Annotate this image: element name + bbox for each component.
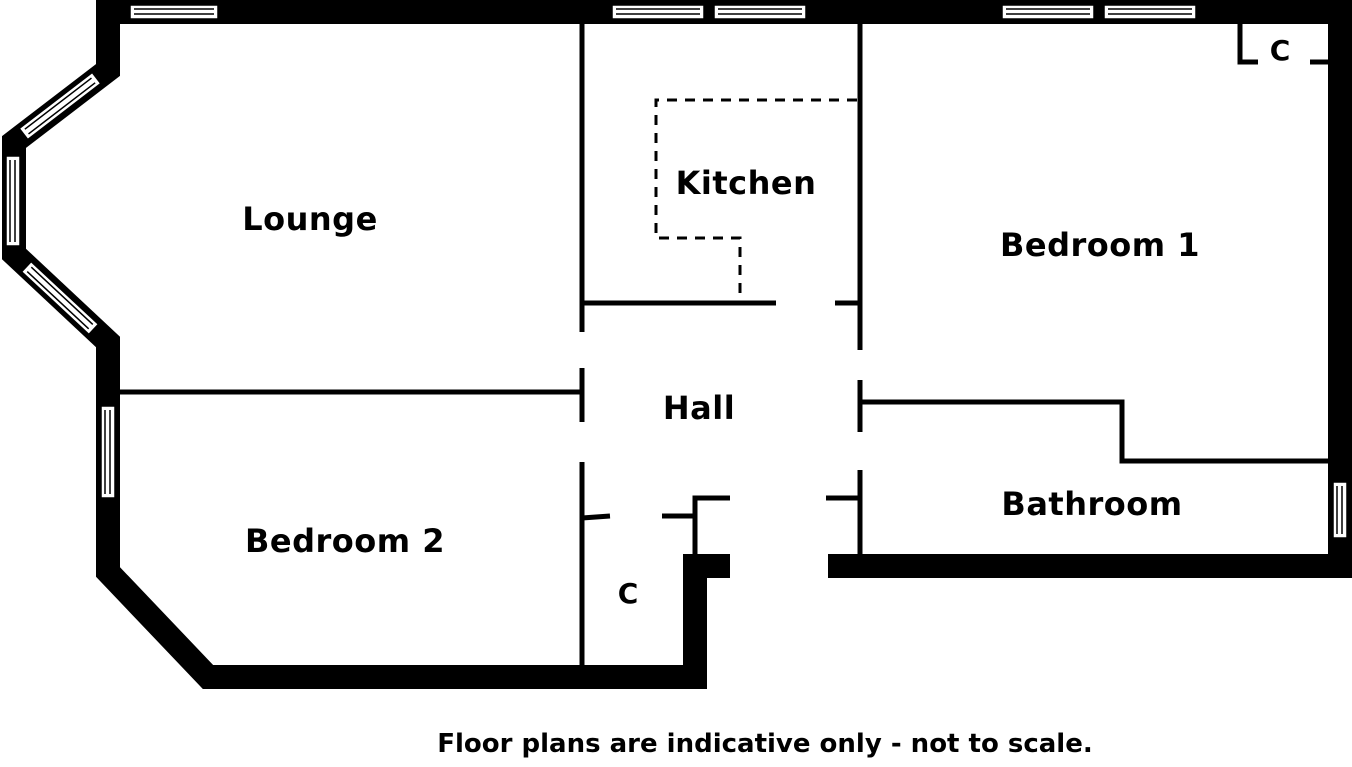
windows xyxy=(5,4,1348,539)
window-kitchen-top-1 xyxy=(611,4,705,20)
label-closet-hall: C xyxy=(618,577,639,610)
disclaimer-text: Floor plans are indicative only - not to… xyxy=(437,729,1093,759)
label-hall: Hall xyxy=(663,389,735,427)
window-kitchen-top-2 xyxy=(713,4,807,20)
label-bedroom1: Bedroom 1 xyxy=(1000,226,1200,264)
window-bedroom2-left xyxy=(100,405,116,499)
window-bay-lower xyxy=(20,260,100,336)
wall-closet-right xyxy=(692,495,730,556)
window-bedroom1-top-1 xyxy=(1001,4,1095,20)
label-lounge: Lounge xyxy=(242,200,378,238)
window-bay-middle xyxy=(5,155,21,247)
window-bay-upper xyxy=(18,71,102,141)
window-bedroom1-top-2 xyxy=(1103,4,1197,20)
label-kitchen: Kitchen xyxy=(676,164,817,202)
outer-walls xyxy=(1,0,1352,689)
wall-bedroom1-bathroom xyxy=(860,399,1330,464)
room-labels: Lounge Kitchen Bedroom 1 Hall Bathroom B… xyxy=(242,34,1290,610)
wall-closet-bedroom1 xyxy=(1237,22,1258,65)
window-lounge-top xyxy=(129,4,219,20)
label-bathroom: Bathroom xyxy=(1001,485,1182,523)
interior-walls xyxy=(120,22,1330,665)
kitchen-counter-outline xyxy=(654,98,857,296)
label-closet-top: C xyxy=(1270,34,1291,67)
wall-closet-top-left xyxy=(581,513,611,521)
outer-wall-main xyxy=(1,0,1352,689)
label-bedroom2: Bedroom 2 xyxy=(245,522,445,560)
window-bathroom-right xyxy=(1332,481,1348,539)
